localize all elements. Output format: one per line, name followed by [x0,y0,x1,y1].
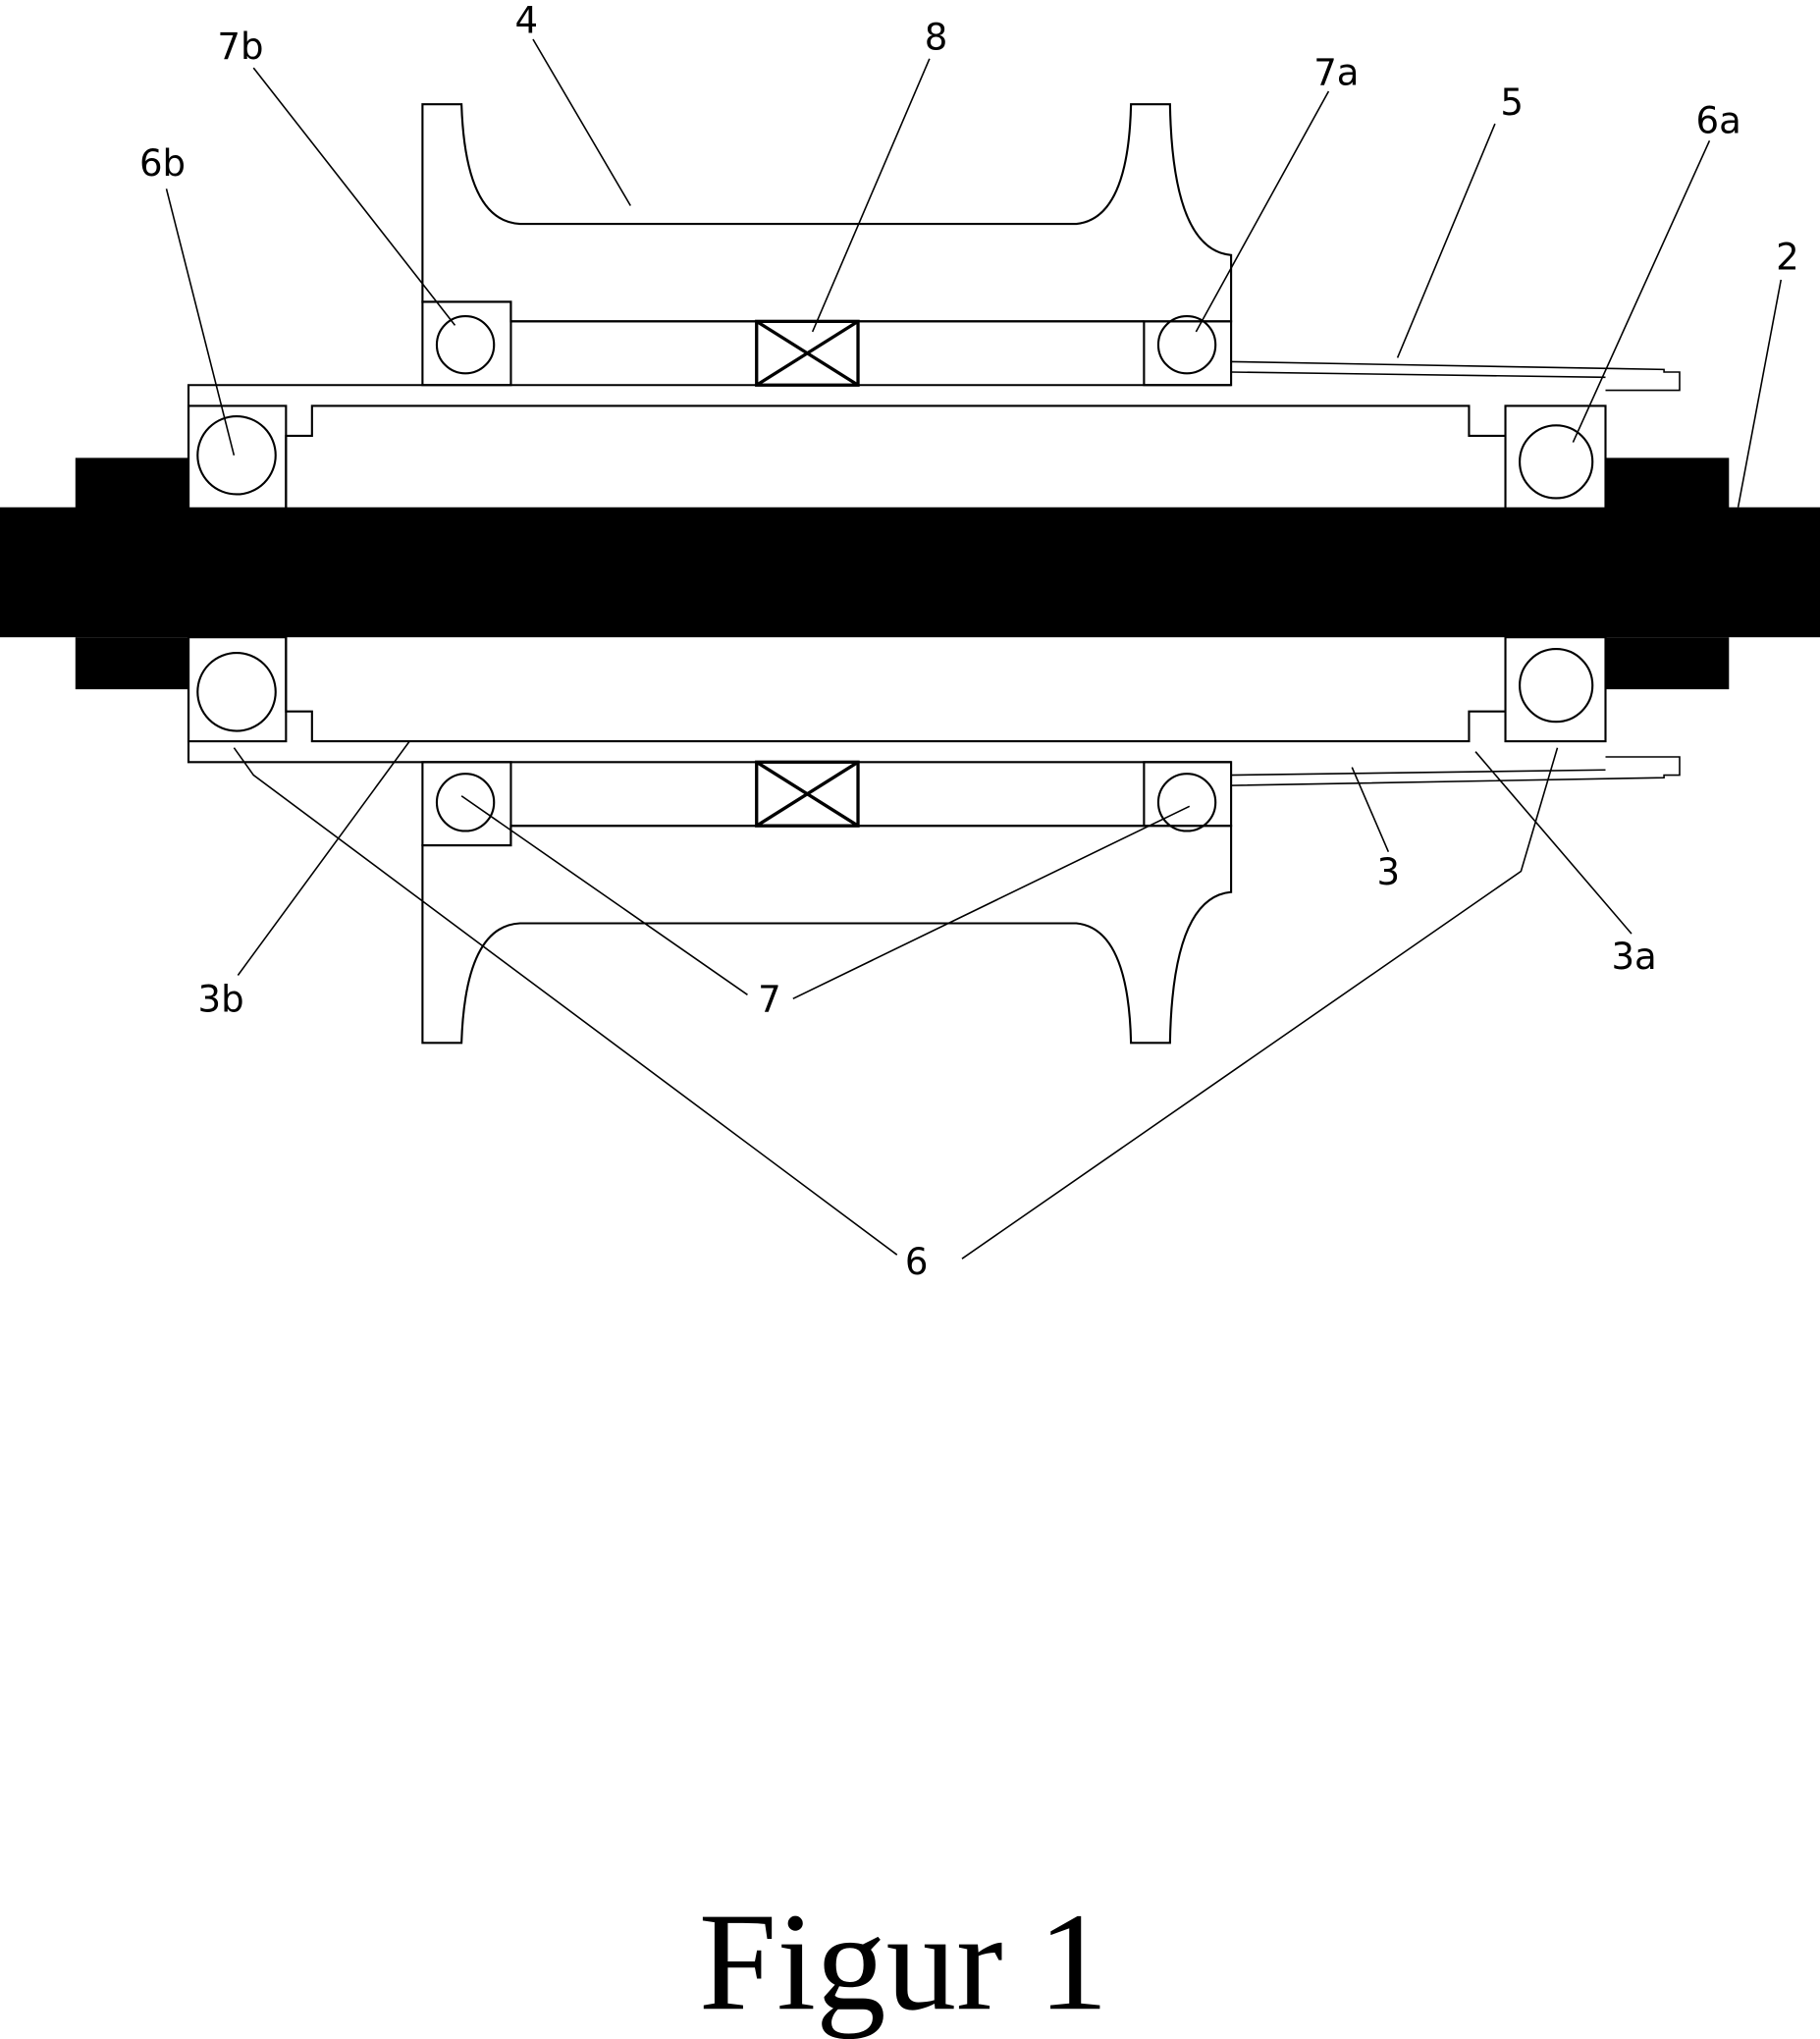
label-3a: 3a [1611,936,1656,978]
axle-2 [0,507,1820,638]
leader-lines [165,38,1783,1260]
label-7: 7 [758,979,781,1021]
label-7a: 7a [1313,51,1359,93]
label-8: 8 [925,17,948,59]
label-3b: 3b [198,979,244,1021]
upper-half [74,102,1731,512]
label-4: 4 [515,0,539,41]
label-6: 6 [905,1241,929,1283]
label-5: 5 [1500,81,1524,124]
label-7b: 7b [217,26,263,68]
label-6b: 6b [139,142,186,185]
label-2: 2 [1776,236,1799,278]
figure-caption: Figur 1 [699,1884,1108,2039]
label-6a: 6a [1696,99,1741,141]
lower-half [74,635,1731,1045]
label-3: 3 [1377,851,1401,893]
